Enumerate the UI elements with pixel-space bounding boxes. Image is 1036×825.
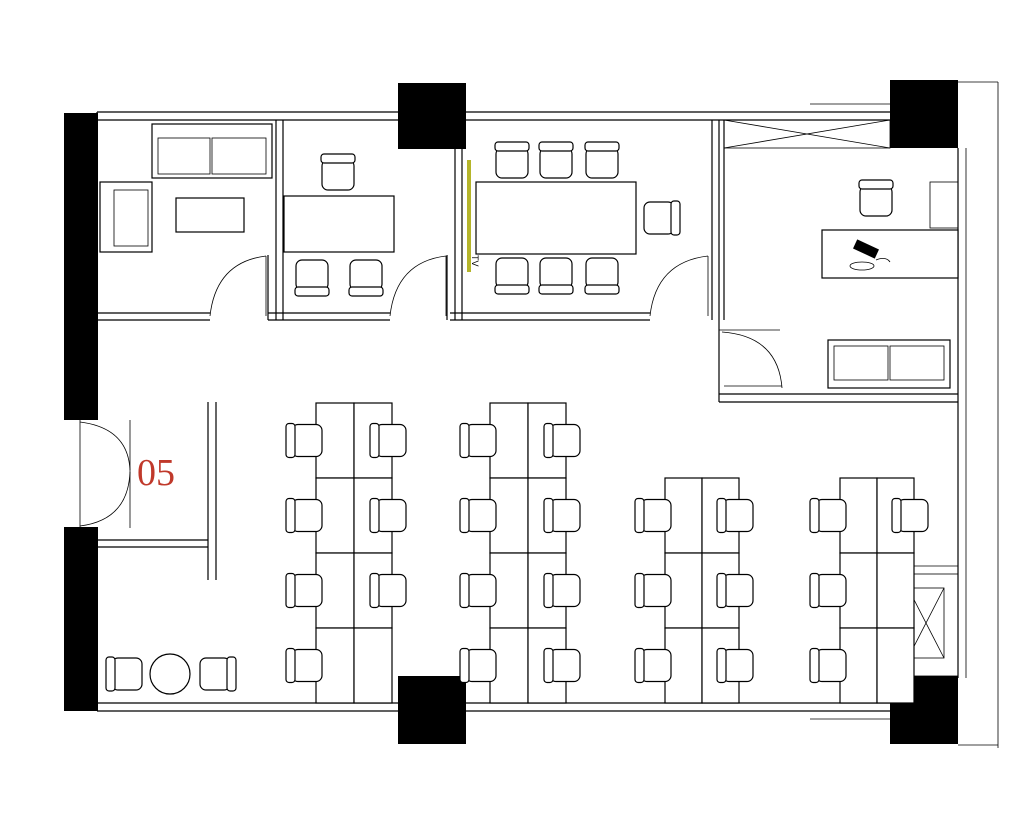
- meeting-table: [475, 181, 637, 255]
- workstations: [285, 402, 929, 704]
- desk-chair: [285, 422, 323, 459]
- manager-sofa: [827, 339, 951, 389]
- workstation-cluster: [285, 402, 407, 704]
- desk-chair: [285, 647, 323, 684]
- column-top-middle: [398, 83, 466, 149]
- office-chair: [294, 259, 330, 297]
- desk-chair: [459, 497, 497, 534]
- column-left-upper: [64, 113, 98, 420]
- desk-chair: [634, 572, 672, 609]
- tea-chair: [105, 656, 143, 692]
- office-desk: [283, 195, 395, 253]
- room-number-label: 05: [137, 452, 175, 494]
- tea-chair: [199, 656, 237, 692]
- keyboard-icon: [853, 239, 879, 259]
- desk: [353, 627, 393, 704]
- meeting-chair: [584, 141, 620, 179]
- reception-partition: [97, 402, 217, 580]
- desk: [876, 552, 915, 629]
- desk-chair: [809, 497, 847, 534]
- manager-desk: [821, 229, 959, 279]
- office-chair: [320, 153, 356, 191]
- meeting-room: TV: [467, 141, 681, 295]
- desk-chair: [543, 572, 581, 609]
- meeting-chair: [584, 257, 620, 295]
- meeting-chair: [494, 257, 530, 295]
- desk-chair: [459, 572, 497, 609]
- tv-label: TV: [470, 255, 480, 267]
- desk-chair: [543, 647, 581, 684]
- top-room-partitions: [97, 120, 725, 321]
- manager-office: [718, 119, 959, 403]
- desk-chair: [809, 572, 847, 609]
- desk-chair: [716, 572, 754, 609]
- phone-icon: [849, 261, 875, 271]
- column-top-right: [890, 80, 958, 148]
- workstation-cluster: [809, 477, 929, 704]
- column-left-lower: [64, 527, 98, 711]
- meeting-chair: [494, 141, 530, 179]
- desk-chair: [459, 422, 497, 459]
- desk: [876, 627, 915, 704]
- desk-chair: [809, 647, 847, 684]
- desk-chair: [716, 647, 754, 684]
- meeting-chair: [643, 200, 681, 236]
- desk-chair: [459, 647, 497, 684]
- desk-chair: [891, 497, 929, 534]
- desk-chair: [369, 422, 407, 459]
- desk-chair: [634, 647, 672, 684]
- desk-chair: [543, 497, 581, 534]
- meeting-chair: [538, 141, 574, 179]
- coffee-table: [175, 197, 245, 233]
- small-office: [283, 153, 395, 297]
- armchair: [99, 181, 153, 253]
- desk-chair: [543, 422, 581, 459]
- desk-chair: [369, 497, 407, 534]
- desk-chair: [285, 572, 323, 609]
- desk-chair: [634, 497, 672, 534]
- office-chair: [348, 259, 384, 297]
- round-table: [149, 653, 191, 695]
- lounge-room: [99, 123, 273, 253]
- desk-chair: [285, 497, 323, 534]
- tea-corner: [105, 653, 237, 695]
- column-bottom-middle: [398, 676, 466, 744]
- desk-chair: [369, 572, 407, 609]
- desk-chair: [716, 497, 754, 534]
- workstation-cluster: [634, 477, 754, 704]
- entrance-double-door: [79, 420, 131, 528]
- manager-chair: [858, 179, 894, 217]
- workstation-cluster: [459, 402, 581, 704]
- meeting-chair: [538, 257, 574, 295]
